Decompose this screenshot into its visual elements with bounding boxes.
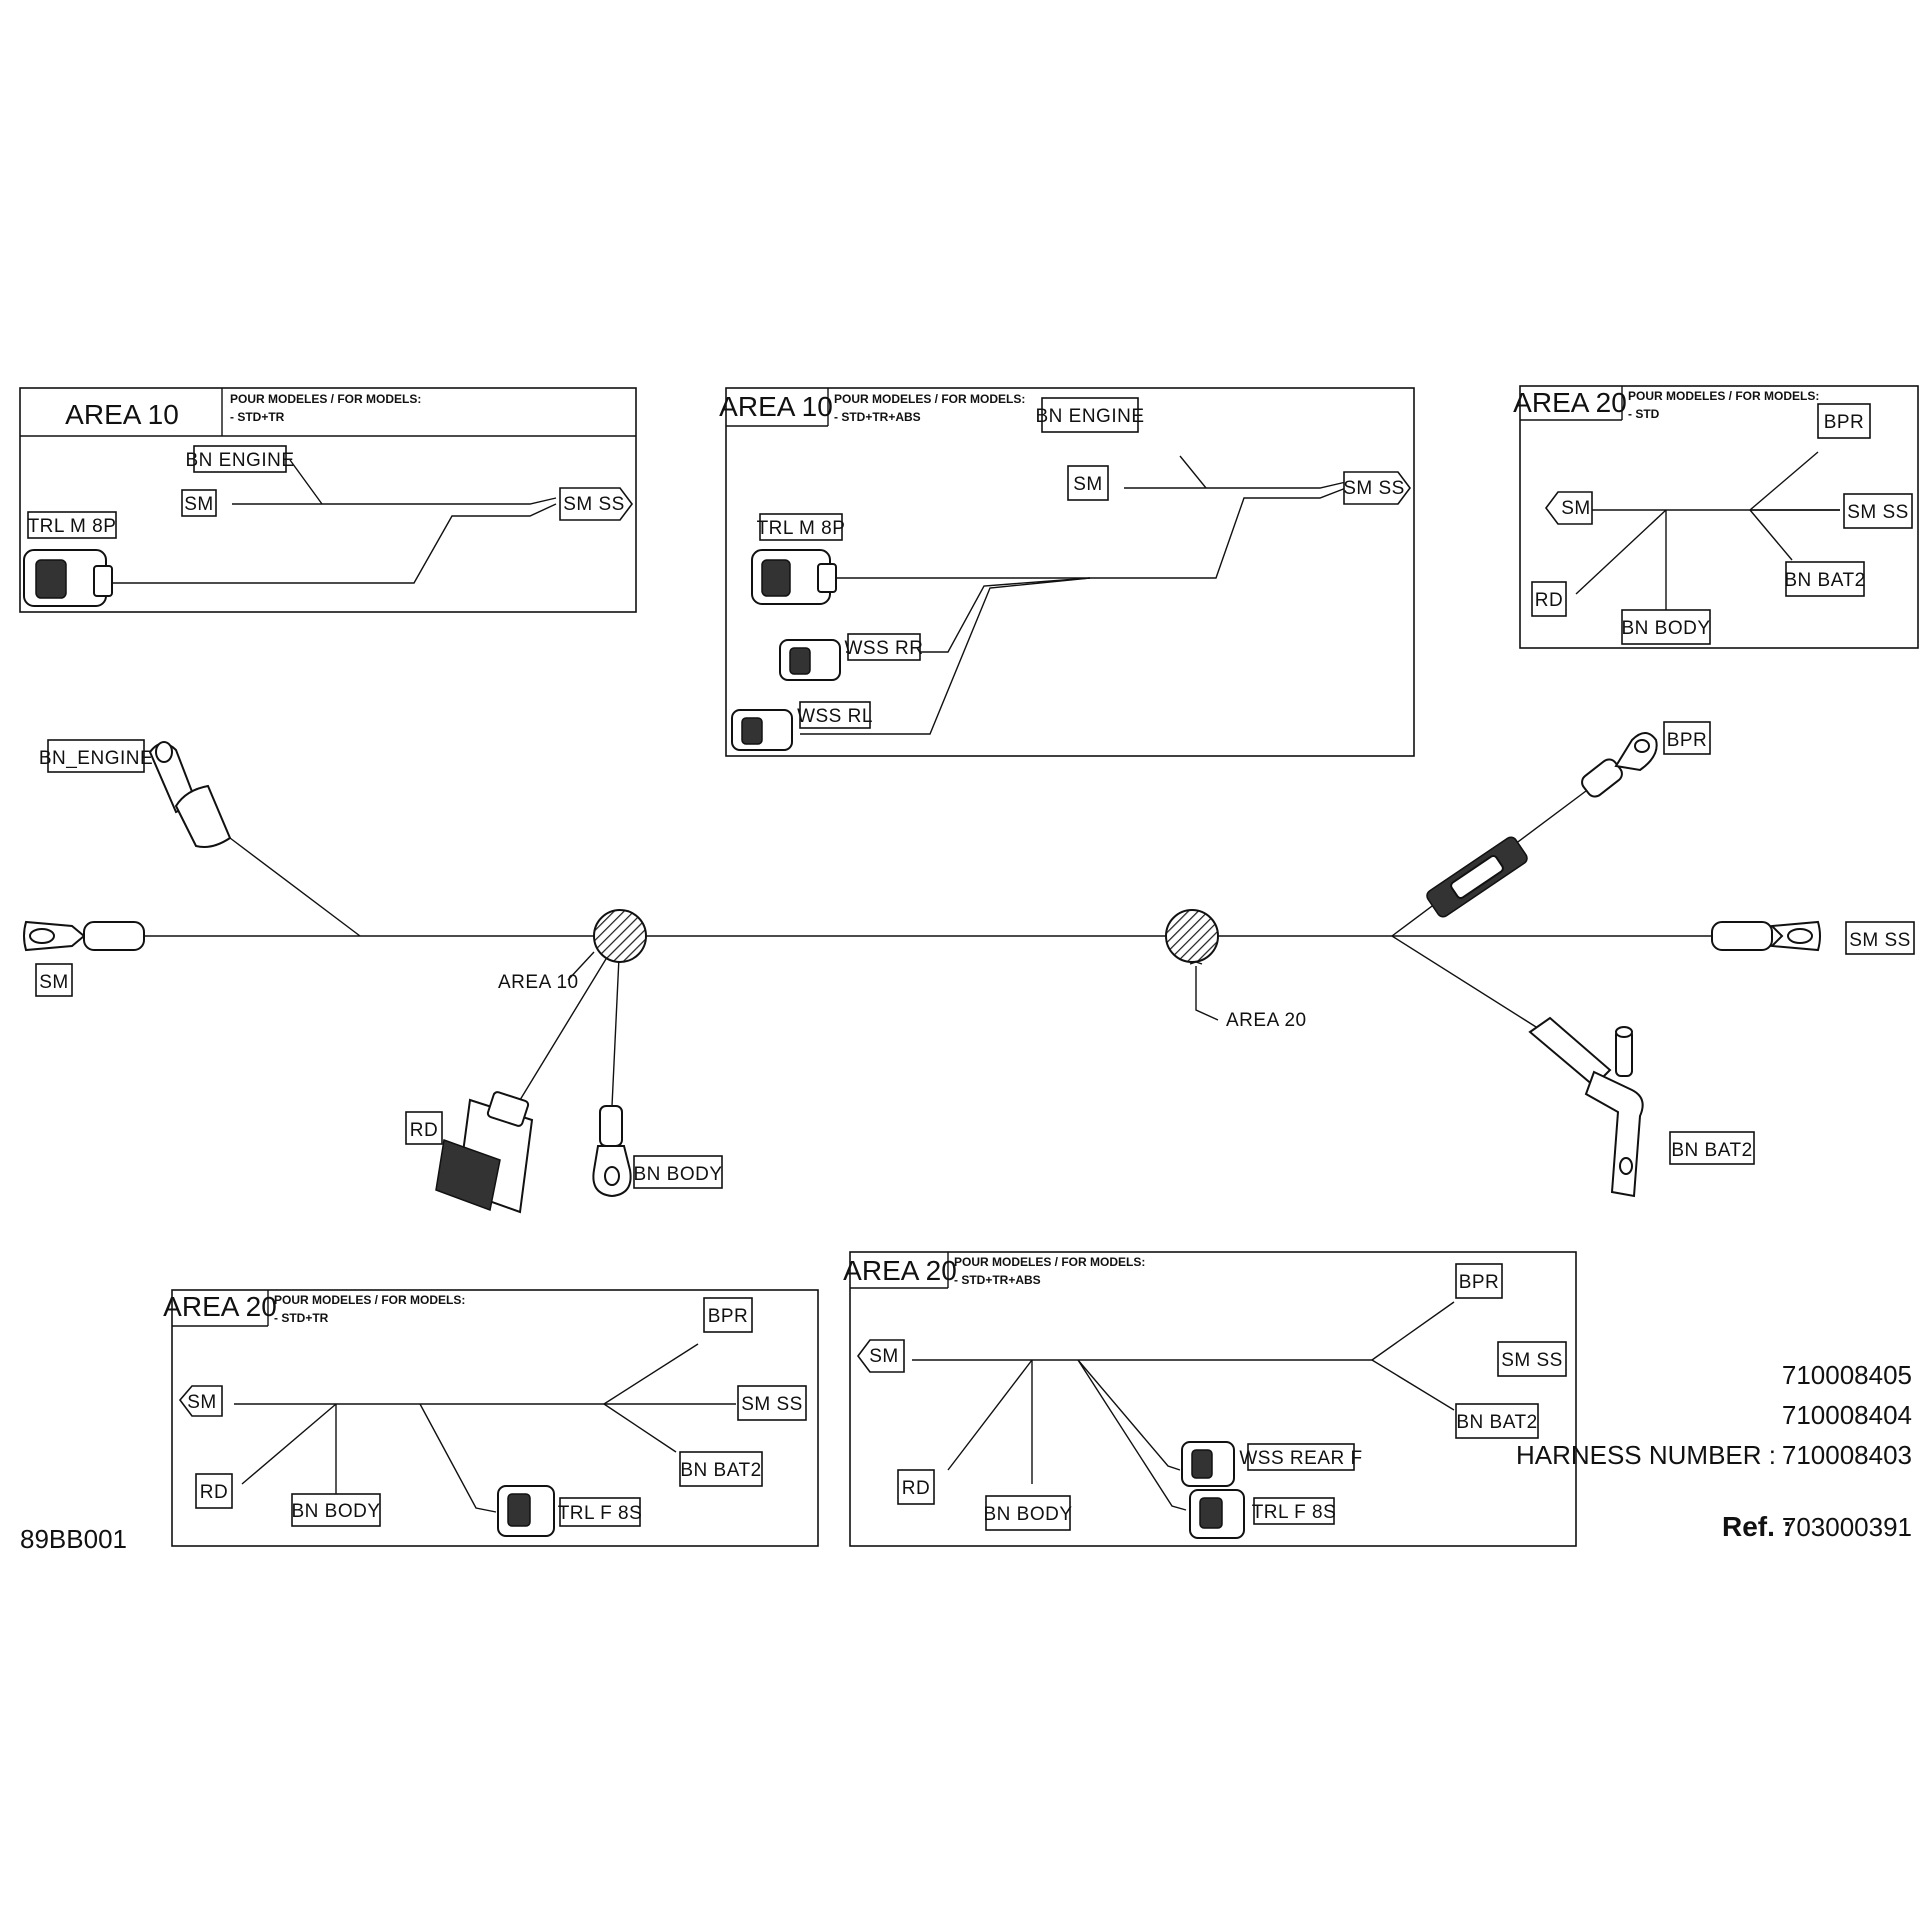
wss-rear-f-connector-icon bbox=[1181, 1441, 1235, 1487]
panel-area10-std-tr-abs: AREA 10 POUR MODELES / FOR MODELS: - STD… bbox=[719, 387, 1415, 757]
label-bn-bat2: BN BAT2 bbox=[1456, 1412, 1537, 1433]
models-heading: POUR MODELES / FOR MODELS: bbox=[274, 1293, 465, 1307]
label-bn-engine: BN_ENGINE bbox=[39, 748, 153, 769]
area-title: AREA 20 bbox=[843, 1255, 957, 1286]
label-sm-ss: SM SS bbox=[563, 494, 625, 515]
sm-ss-ring-terminal-icon bbox=[1711, 920, 1821, 952]
label-bn-bat2: BN BAT2 bbox=[1671, 1140, 1752, 1161]
harness-number-label: HARNESS NUMBER : bbox=[1516, 1440, 1776, 1470]
label-sm-ss: SM SS bbox=[1847, 502, 1909, 523]
panel-area20-std-tr-abs: AREA 20 POUR MODELES / FOR MODELS: - STD… bbox=[843, 1251, 1577, 1547]
models-list: - STD bbox=[1628, 407, 1660, 421]
trl-f-8s-connector-icon bbox=[497, 1485, 555, 1537]
label-bn-body: BN BODY bbox=[291, 1501, 380, 1522]
trl-m-8p-connector-icon bbox=[23, 549, 113, 607]
label-bpr: BPR bbox=[708, 1306, 749, 1327]
label-sm-ss: SM SS bbox=[1849, 930, 1911, 951]
panel-area20-std-tr: AREA 20 POUR MODELES / FOR MODELS: - STD… bbox=[163, 1289, 819, 1547]
label-sm: SM bbox=[39, 972, 69, 993]
models-heading: POUR MODELES / FOR MODELS: bbox=[1628, 389, 1819, 403]
label-area20: AREA 20 bbox=[1226, 1010, 1307, 1031]
harness-number: 710008403 bbox=[1782, 1440, 1912, 1470]
models-heading: POUR MODELES / FOR MODELS: bbox=[834, 392, 1025, 406]
label-rd: RD bbox=[200, 1482, 228, 1503]
label-sm: SM bbox=[1073, 474, 1103, 495]
bn-body-terminal-icon bbox=[592, 1105, 632, 1198]
label-bn-bat2: BN BAT2 bbox=[680, 1460, 761, 1481]
label-bn-bat2: BN BAT2 bbox=[1784, 570, 1865, 591]
label-sm: SM bbox=[869, 1346, 899, 1367]
part-number-2: 710008404 bbox=[1782, 1400, 1912, 1430]
area10-marker bbox=[593, 909, 647, 963]
bpr-terminal-icon bbox=[1581, 732, 1658, 798]
label-bn-body: BN BODY bbox=[633, 1164, 722, 1185]
label-wss-rear-f: WSS REAR F bbox=[1239, 1448, 1362, 1469]
models-list: - STD+TR+ABS bbox=[834, 410, 921, 424]
area-title: AREA 10 bbox=[65, 399, 179, 430]
label-bn-engine: BN ENGINE bbox=[185, 450, 294, 471]
label-trl-m-8p: TRL M 8P bbox=[28, 516, 117, 537]
part-number-1: 710008405 bbox=[1782, 1360, 1912, 1390]
label-sm: SM bbox=[187, 1392, 217, 1413]
label-bn-body: BN BODY bbox=[1621, 618, 1710, 639]
label-trl-f-8s: TRL F 8S bbox=[1252, 1502, 1337, 1523]
label-rd: RD bbox=[1535, 590, 1563, 611]
area20-marker bbox=[1165, 909, 1219, 963]
models-heading: POUR MODELES / FOR MODELS: bbox=[954, 1255, 1145, 1269]
label-wss-rl: WSS RL bbox=[797, 706, 873, 727]
label-bpr: BPR bbox=[1459, 1272, 1500, 1293]
label-bpr: BPR bbox=[1824, 412, 1865, 433]
label-area10: AREA 10 bbox=[498, 972, 579, 993]
models-list: - STD+TR bbox=[230, 410, 285, 424]
label-rd: RD bbox=[902, 1478, 930, 1499]
bn-bat2-terminal-icon bbox=[1528, 1016, 1644, 1198]
sm-ring-terminal-icon bbox=[23, 920, 145, 952]
label-rd: RD bbox=[410, 1120, 438, 1141]
label-trl-m-8p: TRL M 8P bbox=[757, 518, 846, 539]
main-harness: BN_ENGINE SM AREA 10 AREA 20 RD BN BODY … bbox=[23, 721, 1915, 1214]
label-bn-body: BN BODY bbox=[983, 1504, 1072, 1525]
area-title: AREA 20 bbox=[1513, 387, 1627, 418]
label-sm: SM bbox=[1561, 498, 1591, 519]
models-list: - STD+TR bbox=[274, 1311, 329, 1325]
panel-area10-std-tr: AREA 10 POUR MODELES / FOR MODELS: - STD… bbox=[19, 387, 637, 613]
label-bpr: BPR bbox=[1667, 730, 1708, 751]
label-sm-ss: SM SS bbox=[741, 1394, 803, 1415]
inline-fuse-icon bbox=[1426, 836, 1528, 918]
wss-rr-connector-icon bbox=[779, 639, 841, 681]
label-trl-f-8s: TRL F 8S bbox=[558, 1503, 643, 1524]
figure-id: 89BB001 bbox=[20, 1524, 127, 1554]
trl-m-8p-connector-icon bbox=[751, 549, 837, 605]
label-wss-rr: WSS RR bbox=[845, 638, 924, 659]
label-sm-ss: SM SS bbox=[1343, 478, 1405, 499]
wss-rl-connector-icon bbox=[731, 709, 793, 751]
panel-area20-std: AREA 20 POUR MODELES / FOR MODELS: - STD… bbox=[1513, 385, 1919, 649]
area-title: AREA 20 bbox=[163, 1291, 277, 1322]
models-list: - STD+TR+ABS bbox=[954, 1273, 1041, 1287]
label-sm-ss: SM SS bbox=[1501, 1350, 1563, 1371]
rd-connector-icon bbox=[435, 1091, 534, 1214]
trl-f-8s-connector-icon bbox=[1189, 1489, 1245, 1539]
label-bn-engine: BN ENGINE bbox=[1035, 406, 1144, 427]
ref-number: 703000391 bbox=[1782, 1512, 1912, 1542]
area-title: AREA 10 bbox=[719, 391, 833, 422]
label-sm: SM bbox=[184, 494, 214, 515]
models-heading: POUR MODELES / FOR MODELS: bbox=[230, 392, 421, 406]
ref-label: Ref. : bbox=[1722, 1511, 1792, 1542]
bn-engine-terminal-icon bbox=[148, 741, 232, 848]
